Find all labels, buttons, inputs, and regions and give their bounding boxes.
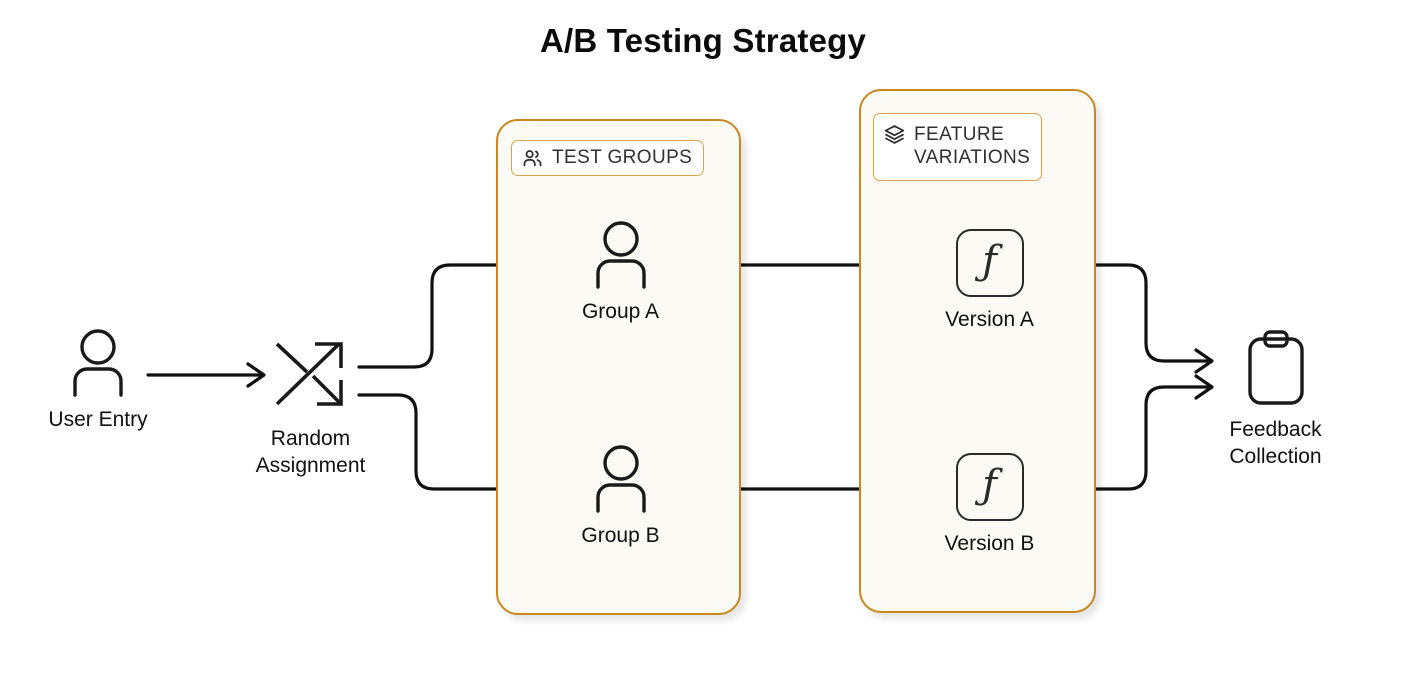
group-badge-label: FEATURE VARIATIONS [914, 124, 1031, 169]
person-icon [595, 445, 646, 513]
node-label: Version B [944, 532, 1035, 555]
node-version-a[interactable]: ƒ Version A [926, 229, 1053, 333]
node-label: Group B [581, 524, 660, 547]
node-group-a[interactable]: Group A [557, 219, 684, 325]
edge-version-b-to-feedback [1020, 374, 1214, 491]
node-label: Random Assignment [255, 427, 366, 478]
clipboard-icon [1247, 330, 1304, 405]
group-badge-label: TEST GROUPS [552, 147, 693, 169]
node-label: User Entry [48, 408, 148, 431]
function-icon: ƒ [955, 229, 1024, 297]
group-badge-feature-variations: FEATURE VARIATIONS [873, 113, 1042, 181]
layers-icon [884, 125, 905, 144]
function-glyph: ƒ [982, 238, 997, 284]
edge-version-a-to-feedback [1020, 263, 1214, 374]
node-version-b[interactable]: ƒ Version B [926, 453, 1053, 557]
person-icon [73, 329, 123, 397]
shuffle-icon [275, 342, 343, 406]
node-group-b[interactable]: Group B [557, 443, 684, 549]
group-badge-test-groups: TEST GROUPS [511, 140, 705, 176]
function-icon: ƒ [955, 453, 1024, 521]
node-feedback-collection[interactable]: Feedback Collection [1212, 329, 1339, 471]
page-title: A/B Testing Strategy [539, 22, 867, 59]
node-label: Group A [581, 300, 660, 323]
person-icon [595, 221, 646, 289]
users-icon [523, 149, 542, 166]
node-user-entry[interactable]: User Entry [36, 327, 160, 433]
edge-user-to-random [146, 362, 266, 388]
group-container-test-groups: TEST GROUPS [496, 119, 741, 615]
function-glyph: ƒ [982, 462, 997, 508]
node-random-assignment[interactable]: Random Assignment [243, 332, 378, 480]
node-label: Feedback Collection [1229, 418, 1322, 469]
group-container-feature-variations: FEATURE VARIATIONS [859, 89, 1096, 613]
node-label: Version A [945, 308, 1034, 331]
